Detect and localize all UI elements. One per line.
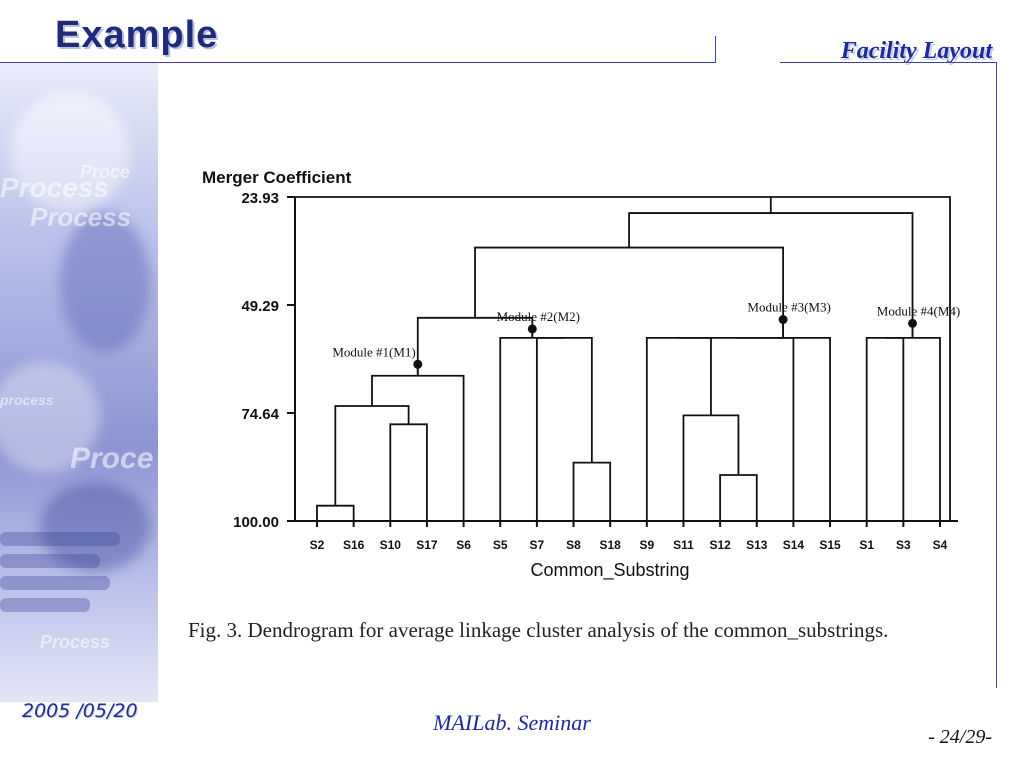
leaf-label: S14 (783, 538, 805, 552)
dendrogram-link (316, 504, 355, 521)
header-divider (0, 62, 716, 63)
leaf-label: S4 (933, 538, 948, 552)
module-marker-dot (413, 359, 423, 369)
module-marker-dot (908, 318, 918, 328)
leaf-label: S7 (530, 538, 545, 552)
dendrogram-figure: Merger Coefficient Common_Substring 23.9… (202, 168, 960, 581)
page-number: - 24/29- (928, 726, 992, 748)
module-label: Module #3(M3) (747, 300, 830, 315)
leaf-label: S9 (639, 538, 654, 552)
dendrogram-link (294, 196, 951, 521)
leaf-label: S10 (380, 538, 402, 552)
leaf-label: S8 (566, 538, 581, 552)
decorative-collage: Process Process Proce process Proce Proc… (0, 62, 158, 702)
dendrogram-link (736, 336, 831, 521)
dendrogram-link (865, 336, 905, 521)
dendrogram-link (628, 212, 914, 338)
right-divider-top (780, 62, 997, 63)
dendrogram-link (416, 316, 534, 376)
slide-title: Example (55, 14, 219, 56)
footer-lab-name: MAILab. Seminar (433, 710, 591, 735)
figure-caption: Fig. 3. Dendrogram for average linkage c… (188, 618, 889, 642)
leaf-label: S3 (896, 538, 911, 552)
y-tick-label: 100.00 (233, 514, 279, 531)
leaf-label: S16 (343, 538, 365, 552)
leaf-label: S15 (819, 538, 841, 552)
dendrogram-link (474, 246, 785, 338)
dendrogram-link (678, 336, 795, 521)
dendrogram-link (572, 461, 612, 521)
dendrogram-link (499, 336, 565, 521)
right-divider (996, 62, 997, 688)
leaf-label: S12 (709, 538, 731, 552)
leaf-label: S2 (310, 538, 325, 552)
leaf-labels: S2 S16 S10 S17 S6 S5 S7 S8 S18 S9 S11 S12 S13 S14 S15 S… (310, 521, 948, 552)
module-markers: Module #1(M1) Module #2(M2) Module #3(M3) M… (332, 300, 960, 376)
dendrogram-link (371, 374, 465, 521)
dendrogram-link (719, 474, 758, 521)
leaf-label: S17 (416, 538, 438, 552)
dendrogram-link (682, 414, 740, 521)
y-tick-label: 23.93 (241, 190, 279, 207)
module-marker-dot (778, 315, 788, 325)
dendrogram-link (885, 336, 941, 521)
leaf-label: S1 (859, 538, 874, 552)
dendrogram-links (294, 196, 958, 522)
leaf-label: S11 (673, 538, 694, 552)
module-label: Module #2(M2) (497, 309, 580, 324)
y-tick-labels: 23.93 49.29 74.64 100.00 (233, 190, 295, 531)
x-axis-title: Common_Substring (530, 560, 689, 581)
leaf-label: S5 (493, 538, 508, 552)
dendrogram-link (535, 336, 593, 521)
module-label: Module #4(M4) (877, 303, 960, 318)
y-tick-label: 74.64 (241, 406, 279, 423)
y-axis-title: Merger Coefficient (202, 168, 352, 187)
module-label: Module #1(M1) (332, 344, 415, 359)
leaf-label: S6 (456, 538, 471, 552)
header-divider-tick (715, 36, 716, 63)
dendrogram-link (645, 336, 712, 521)
presentation-date: 2005 /05/20 (22, 700, 138, 722)
leaf-label: S13 (746, 538, 768, 552)
section-label: Facility Layout (840, 38, 992, 64)
dendrogram-link (389, 423, 428, 521)
leaf-label: S18 (599, 538, 621, 552)
module-marker-dot (527, 324, 537, 334)
dendrogram-link (334, 405, 410, 506)
y-tick-label: 49.29 (241, 298, 279, 315)
